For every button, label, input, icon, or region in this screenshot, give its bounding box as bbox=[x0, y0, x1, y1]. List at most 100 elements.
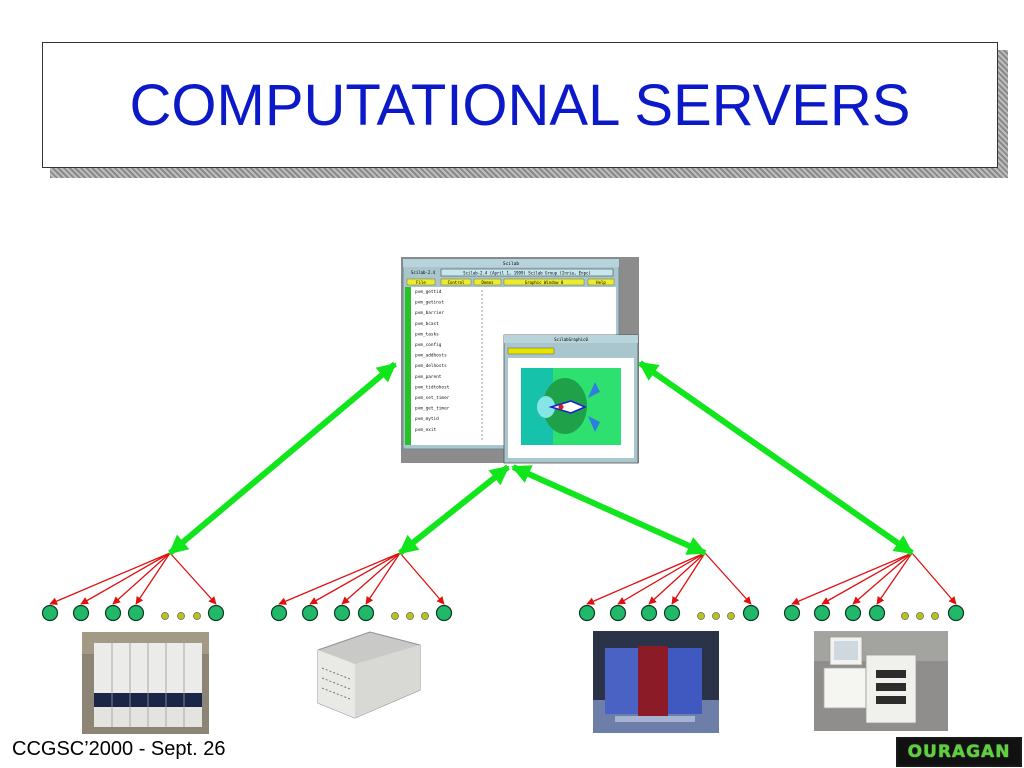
compute-node bbox=[104, 604, 122, 622]
console-command: pvm_tasks bbox=[415, 331, 439, 337]
flow-field-wake bbox=[588, 382, 600, 432]
footer-caption: CCGSC’2000 - Sept. 26 bbox=[12, 738, 226, 760]
scilab-version-label: Scilab-2.4 bbox=[411, 270, 436, 275]
compute-node bbox=[127, 604, 145, 622]
flow-field-stagnation bbox=[537, 396, 555, 418]
cluster-4 bbox=[783, 552, 965, 622]
scilab-title-text: Scilab bbox=[503, 261, 520, 267]
ellipsis-dot bbox=[697, 612, 705, 620]
red-arrow bbox=[821, 552, 913, 605]
ouragan-logo: OURAGAN bbox=[896, 737, 1022, 767]
server-clusters bbox=[41, 552, 965, 622]
console-command: pvm_set_timer bbox=[415, 395, 450, 401]
menu-button[interactable] bbox=[406, 278, 436, 286]
ellipsis-dot bbox=[916, 612, 924, 620]
console-command: pvm_mytid bbox=[415, 416, 439, 422]
red-arrow bbox=[671, 552, 706, 605]
red-arrow bbox=[876, 552, 913, 605]
console-command: pvm_bcast bbox=[415, 321, 439, 327]
console-command: pvm_tidtohost bbox=[415, 384, 450, 390]
console-command: pvm_config bbox=[415, 342, 442, 348]
compute-node bbox=[640, 604, 658, 622]
scilab-scrollbar[interactable] bbox=[405, 287, 411, 445]
title-box: COMPUTATIONAL SERVERS bbox=[42, 42, 998, 168]
compute-node bbox=[663, 604, 681, 622]
scilab-screenshot: Scilab Scilab-2.4 Scilab-2.4 (April 1, 1… bbox=[401, 257, 639, 464]
red-arrow bbox=[399, 552, 445, 605]
graphic-window-titlebar bbox=[504, 335, 638, 343]
ellipsis-dot bbox=[712, 612, 720, 620]
menu-label: Graphic Window 0 bbox=[525, 280, 564, 285]
ellipsis-dot bbox=[901, 612, 909, 620]
green-link-2 bbox=[398, 464, 510, 556]
red-arrow bbox=[648, 552, 706, 605]
red-arrow bbox=[49, 552, 171, 605]
compute-node bbox=[609, 604, 627, 622]
compute-node bbox=[207, 604, 225, 622]
red-arrow bbox=[704, 552, 752, 605]
ellipsis-dot bbox=[421, 612, 429, 620]
scilab-version-banner bbox=[440, 268, 614, 277]
ellipsis-dot bbox=[161, 612, 169, 620]
green-link-1 bbox=[168, 361, 397, 556]
red-arrow bbox=[852, 552, 913, 605]
menu-button[interactable] bbox=[503, 278, 585, 286]
bidirectional-links bbox=[168, 360, 914, 556]
console-command: pvm_barrier bbox=[415, 310, 444, 316]
server-photo-4 bbox=[814, 631, 948, 731]
compute-node bbox=[41, 604, 59, 622]
graphic-window-title: ScilabGraphic0 bbox=[554, 337, 588, 342]
scilab-titlebar bbox=[403, 259, 619, 267]
red-arrow bbox=[791, 552, 913, 605]
server-photo-1 bbox=[82, 632, 209, 734]
red-arrow bbox=[309, 552, 401, 605]
ellipsis-dot bbox=[931, 612, 939, 620]
compute-node bbox=[813, 604, 831, 622]
compute-node bbox=[301, 604, 319, 622]
ellipsis-dot bbox=[177, 612, 185, 620]
red-arrow bbox=[341, 552, 401, 605]
green-link-3 bbox=[511, 464, 707, 556]
console-command: pvm_get_timer bbox=[415, 406, 450, 412]
ellipsis-dot bbox=[193, 612, 201, 620]
compute-node bbox=[868, 604, 886, 622]
red-arrow bbox=[365, 552, 401, 605]
scilab-version-banner-text: Scilab-2.4 (April 1, 1999) Scilab Group … bbox=[463, 271, 591, 276]
compute-node bbox=[333, 604, 351, 622]
menu-button[interactable] bbox=[473, 278, 502, 286]
compute-node bbox=[742, 604, 760, 622]
menu-label: Demos bbox=[481, 280, 494, 285]
cluster-2 bbox=[270, 552, 453, 622]
red-arrow bbox=[278, 552, 401, 605]
compute-node bbox=[783, 604, 801, 622]
cluster-1 bbox=[41, 552, 225, 622]
server-photo-2 bbox=[317, 631, 421, 719]
red-arrow bbox=[112, 552, 171, 605]
slide-title: COMPUTATIONAL SERVERS bbox=[129, 72, 911, 138]
logo-text: OURAGAN bbox=[907, 742, 1011, 762]
compute-node bbox=[947, 604, 965, 622]
compute-node bbox=[72, 604, 90, 622]
menu-button[interactable] bbox=[587, 278, 615, 286]
console-command: pvm_parent bbox=[415, 374, 442, 380]
graphic-window-toolbar[interactable] bbox=[507, 347, 555, 355]
console-command: pvm_getinst bbox=[415, 300, 444, 306]
compute-node bbox=[578, 604, 596, 622]
red-arrow bbox=[586, 552, 706, 605]
compute-node bbox=[270, 604, 288, 622]
compute-node bbox=[844, 604, 862, 622]
airfoil-shape bbox=[548, 400, 587, 414]
airfoil-hot-spot bbox=[558, 404, 564, 410]
console-command: pvm_gettid bbox=[415, 289, 442, 295]
ellipsis-dot bbox=[727, 612, 735, 620]
console-command: pvm_exit bbox=[415, 427, 437, 433]
compute-node bbox=[357, 604, 375, 622]
menu-label: Control bbox=[448, 280, 465, 285]
server-photo-3 bbox=[593, 631, 719, 733]
ellipsis-dot bbox=[406, 612, 414, 620]
red-arrow bbox=[617, 552, 706, 605]
ellipsis-dot bbox=[391, 612, 399, 620]
red-arrow bbox=[135, 552, 171, 605]
menu-button[interactable] bbox=[440, 278, 472, 286]
